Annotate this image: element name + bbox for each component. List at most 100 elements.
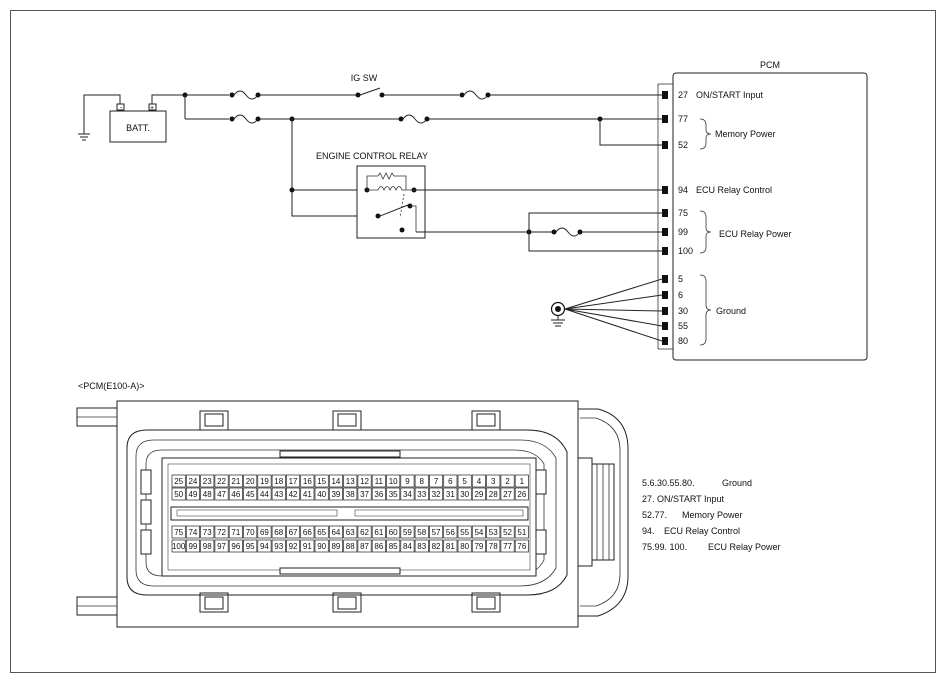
connector-pin-cell	[429, 474, 444, 488]
connector-pin-cell	[314, 525, 329, 539]
connector-pin-number: 100	[172, 542, 186, 551]
connector-pin-number: 82	[432, 542, 441, 551]
connector-pin-cell	[400, 525, 415, 539]
connector-pin-number: 92	[289, 542, 298, 551]
connector-pin-cell	[414, 487, 429, 501]
pcm-pin-terminal	[662, 247, 668, 255]
connector-pin-number: 95	[246, 542, 255, 551]
connector-pin-number: 97	[217, 542, 226, 551]
pcm-pin-terminal	[662, 337, 668, 345]
connector-pin-cell	[486, 525, 501, 539]
connector-pin-number: 91	[303, 542, 312, 551]
connector-pin-cell	[271, 474, 286, 488]
connector-pin-cell	[171, 474, 186, 488]
diagram-frame	[10, 10, 936, 673]
legend-pins: 27. ON/START Input	[642, 494, 725, 504]
relay-power-brace: ECU Relay Power	[699, 210, 792, 254]
connector-pin-number: 64	[331, 528, 340, 537]
connector-pin-cell	[243, 487, 258, 501]
connector-pin-cell	[457, 487, 472, 501]
pcm-pin-number: 75	[678, 208, 688, 218]
pcm-pin-terminal	[662, 228, 668, 236]
pcm-pin-number: 80	[678, 336, 688, 346]
connector-pin-cell	[371, 539, 386, 553]
connector-pin-number: 53	[489, 528, 498, 537]
connector-pin-number: 58	[417, 528, 426, 537]
connector-pin-number: 90	[317, 542, 326, 551]
connector-pin-number: 83	[417, 542, 426, 551]
ground-label: Ground	[716, 306, 746, 316]
connector-pin-cell	[486, 474, 501, 488]
connector-pin-number: 80	[460, 542, 469, 551]
connector-pin-cell	[457, 539, 472, 553]
connector-pin-number: 86	[374, 542, 383, 551]
connector-pin-number: 50	[174, 490, 183, 499]
connector-pin-number: 93	[274, 542, 283, 551]
pcm-pin-number: 5	[678, 274, 683, 284]
pcm-pin-number: 94	[678, 185, 688, 195]
relay-power-label: ECU Relay Power	[719, 229, 792, 239]
pcm-pin-terminal	[662, 186, 668, 194]
connector-pin-cell	[257, 525, 272, 539]
connector-pin-cell	[500, 487, 515, 501]
connector-pin-number: 32	[432, 490, 441, 499]
connector-pin-cell	[200, 525, 215, 539]
connector-pin-number: 59	[403, 528, 412, 537]
connector-pin-number: 19	[260, 477, 269, 486]
connector-pin-number: 74	[188, 528, 197, 537]
connector-pin-number: 17	[289, 477, 298, 486]
connector-pin-cell	[200, 487, 215, 501]
connector-title: <PCM(E100-A)>	[78, 381, 145, 391]
connector-pin-number: 38	[346, 490, 355, 499]
legend-pins: 5.6.30.55.80.	[642, 478, 695, 488]
connector-pin-number: 11	[375, 477, 384, 486]
connector-pin-number: 34	[403, 490, 412, 499]
connector-pin-number: 28	[489, 490, 498, 499]
fuse-icon	[229, 90, 261, 100]
connector-pin-cell	[171, 525, 186, 539]
pcm-pin-label: ON/START Input	[696, 90, 764, 100]
connector-pin-number: 27	[503, 490, 512, 499]
connector-pin-cell	[386, 487, 401, 501]
legend-description: Memory Power	[682, 510, 743, 520]
connector-pin-cell	[457, 525, 472, 539]
connector-pin-cell	[243, 525, 258, 539]
fuse-icon	[459, 90, 491, 100]
connector-pin-cell	[228, 474, 243, 488]
connector-pin-number: 18	[274, 477, 283, 486]
legend-pins: 94.	[642, 526, 655, 536]
connector-pin-cell	[286, 487, 301, 501]
connector-pin-cell	[257, 474, 272, 488]
connector-pin-number: 70	[246, 528, 255, 537]
pcm-box	[672, 72, 868, 361]
ground-icon	[78, 133, 90, 141]
connector-pin-number: 24	[188, 477, 197, 486]
connector-pin-cell	[271, 487, 286, 501]
connector-pin-cell	[300, 474, 315, 488]
connector-pin-number: 42	[289, 490, 298, 499]
connector-pin-number: 52	[503, 528, 512, 537]
connector-pin-cell	[214, 539, 229, 553]
connector-pin-number: 9	[405, 477, 410, 486]
connector-pin-number: 49	[188, 490, 197, 499]
connector-pin-number: 21	[231, 477, 240, 486]
connector-pin-number: 40	[317, 490, 326, 499]
connector-pin-number: 16	[303, 477, 312, 486]
connector-pin-cell	[171, 487, 186, 501]
connector-pin-cell	[486, 539, 501, 553]
connector-pin-cell	[414, 474, 429, 488]
connector-pin-number: 15	[317, 477, 326, 486]
legend-pins: 75.99. 100.	[642, 542, 687, 552]
connector-pin-cell	[300, 539, 315, 553]
connector-pin-number: 39	[331, 490, 340, 499]
connector-pin-number: 94	[260, 542, 269, 551]
connector-pin-number: 45	[246, 490, 255, 499]
connector-pin-cell	[386, 539, 401, 553]
connector-pin-cell	[257, 487, 272, 501]
connector-pin-number: 98	[203, 542, 212, 551]
connector-pin-cell	[271, 539, 286, 553]
connector-pin-cell	[357, 539, 372, 553]
connector-pin-cell	[514, 525, 529, 539]
connector-pin-number: 41	[303, 490, 312, 499]
